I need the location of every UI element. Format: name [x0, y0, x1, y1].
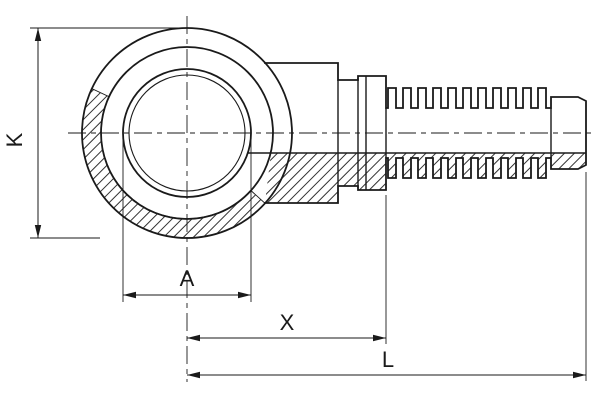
l-arrow-left	[187, 371, 200, 379]
dimension-x: X	[187, 195, 387, 344]
l-label: L	[382, 347, 394, 372]
dimension-k: K	[2, 27, 190, 239]
section-hatching	[81, 88, 586, 239]
x-arrow-left	[187, 334, 200, 342]
a-arrow-right	[238, 291, 251, 299]
x-arrow-right	[373, 334, 386, 342]
centerlines	[68, 16, 594, 382]
x-label: X	[280, 310, 295, 335]
ring-section-hatch	[81, 88, 266, 239]
hose-barb-shaft	[248, 62, 587, 204]
k-arrow-down	[34, 225, 42, 238]
a-arrow-left	[123, 291, 136, 299]
dimension-a: A	[122, 140, 252, 302]
dimension-l: L	[187, 172, 587, 381]
a-label: A	[180, 266, 195, 291]
k-label: K	[2, 132, 27, 147]
l-arrow-right	[573, 371, 586, 379]
k-arrow-up	[34, 28, 42, 41]
